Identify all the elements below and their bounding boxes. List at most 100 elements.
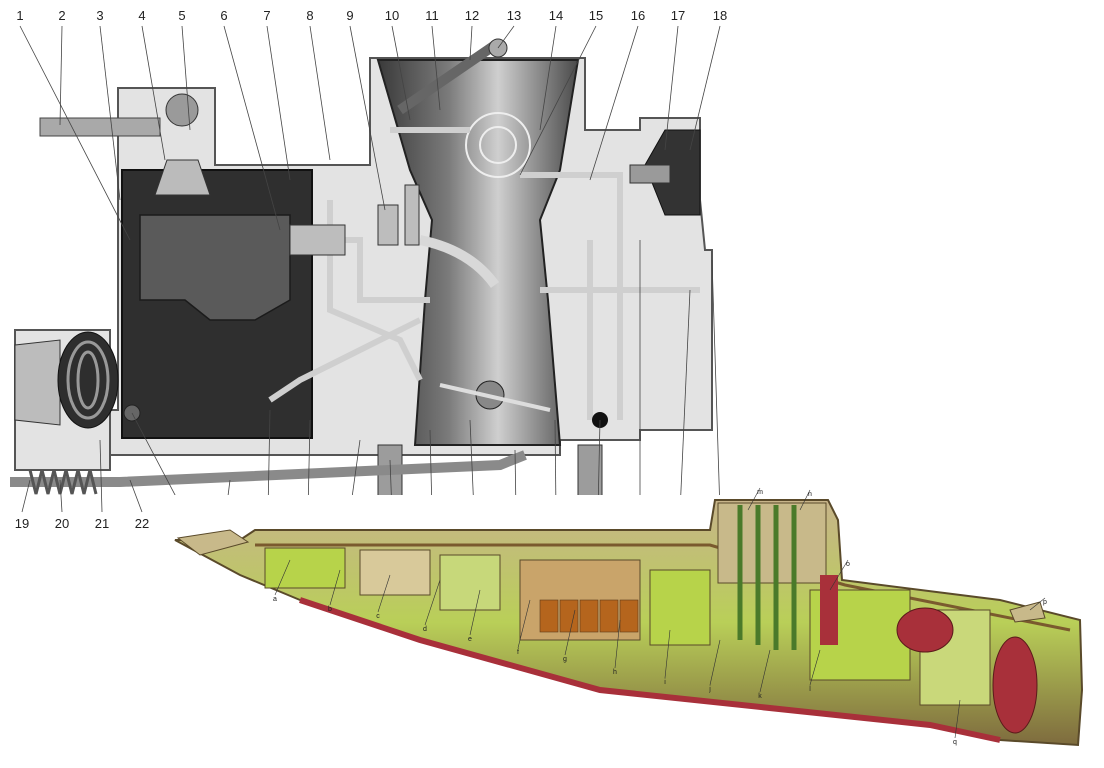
- bow-plane: [176, 529, 250, 556]
- callout-number: 12: [465, 8, 479, 23]
- callout-leader: [129, 479, 143, 513]
- steam-pipe: [820, 575, 838, 645]
- choke-spring-inner: [479, 126, 517, 164]
- battery-cells: [539, 599, 639, 633]
- callout-leader: [829, 559, 849, 591]
- callout-number: 1: [16, 8, 23, 23]
- callout-letter: m: [757, 489, 763, 496]
- throttle-plate: [439, 383, 551, 412]
- pump-spring: [28, 469, 98, 495]
- callout-leader: [431, 25, 441, 111]
- callout-letter: e: [468, 636, 472, 643]
- callout-leader: [59, 479, 63, 513]
- callout-leader: [19, 25, 131, 241]
- callout-leader: [223, 25, 281, 231]
- callout-leader: [309, 25, 331, 161]
- callout-leader: [469, 25, 473, 61]
- callout-number: 11: [425, 8, 439, 23]
- callout-number: 15: [589, 8, 603, 23]
- callout-leader: [614, 619, 621, 669]
- callout-leader: [747, 487, 761, 511]
- callout-leader: [711, 259, 721, 513]
- callout-leader: [497, 25, 515, 49]
- callout-number: 17: [671, 8, 685, 23]
- callout-leader: [1029, 597, 1046, 611]
- callout-number: 7: [263, 8, 270, 23]
- callout-leader: [181, 25, 191, 131]
- needle-valve: [154, 159, 211, 196]
- callout-leader: [519, 25, 597, 176]
- callout-number: 8: [306, 8, 313, 23]
- propulsion-machinery: [992, 636, 1038, 734]
- callout-letter: d: [423, 626, 427, 633]
- choke-spring: [465, 112, 531, 178]
- callout-number: 22: [135, 516, 149, 531]
- callout-letter: l: [809, 686, 811, 693]
- callout-leader: [329, 569, 341, 606]
- callout-number: 21: [95, 516, 109, 531]
- callout-letter: j: [708, 686, 711, 693]
- pump-linkage-rod: [10, 450, 527, 487]
- reactor-vessel: [896, 607, 954, 653]
- callout-leader: [377, 574, 391, 613]
- callout-number: 4: [138, 8, 145, 23]
- jets: [289, 184, 420, 256]
- callout-letter: a: [273, 596, 277, 603]
- callout-leader: [391, 25, 411, 121]
- callout-number: 2: [58, 8, 65, 23]
- callout-leader: [141, 25, 166, 161]
- callout-leader: [517, 599, 531, 649]
- callout-number: 10: [385, 8, 399, 23]
- fuel-inlet-pipe: [39, 117, 161, 137]
- callout-leader: [709, 639, 721, 686]
- callout-leader: [469, 589, 481, 636]
- callout-number: 9: [346, 8, 353, 23]
- callout-number: 3: [96, 8, 103, 23]
- callout-leader: [59, 25, 63, 126]
- callout-letter: i: [664, 679, 666, 686]
- callout-leader: [266, 25, 291, 181]
- callout-leader: [799, 489, 811, 511]
- callout-number: 13: [507, 8, 521, 23]
- callout-letter: c: [376, 613, 380, 620]
- callout-number: 20: [55, 516, 69, 531]
- callout-letter: b: [328, 606, 332, 613]
- callout-letter: f: [517, 649, 519, 656]
- callout-leader: [274, 559, 291, 596]
- callout-leader: [689, 25, 721, 151]
- callout-leader: [679, 289, 691, 513]
- callout-leader: [349, 25, 386, 211]
- callout-letter: o: [846, 561, 850, 568]
- inlet-fitting: [165, 93, 199, 127]
- callout-leader: [99, 25, 121, 201]
- callout-leader: [21, 479, 31, 513]
- top-callout-leaders: [19, 25, 721, 241]
- callout-letter: g: [563, 656, 567, 663]
- periscope-masts: [737, 505, 797, 650]
- power-valve-diaphragm: [629, 129, 701, 216]
- callout-leader: [564, 609, 576, 656]
- callout-leader: [759, 649, 771, 693]
- accelerator-pump: [14, 331, 119, 429]
- callout-leader: [664, 629, 671, 679]
- callout-number: 16: [631, 8, 645, 23]
- callout-number: 5: [178, 8, 185, 23]
- callout-leader: [954, 699, 961, 739]
- callout-letter: p: [1043, 599, 1047, 606]
- callout-number: 6: [220, 8, 227, 23]
- rudder: [1009, 601, 1046, 623]
- callout-letter: k: [758, 693, 762, 700]
- submarine-callout-leaders: [274, 487, 1046, 739]
- conning-tower: [717, 502, 827, 584]
- callout-leader: [539, 25, 557, 131]
- callout-letter: n: [808, 491, 812, 498]
- callout-leader: [664, 25, 679, 151]
- callout-number: 19: [15, 516, 29, 531]
- main-nozzle: [418, 235, 500, 289]
- callout-number: 18: [713, 8, 727, 23]
- callout-leader: [99, 439, 103, 513]
